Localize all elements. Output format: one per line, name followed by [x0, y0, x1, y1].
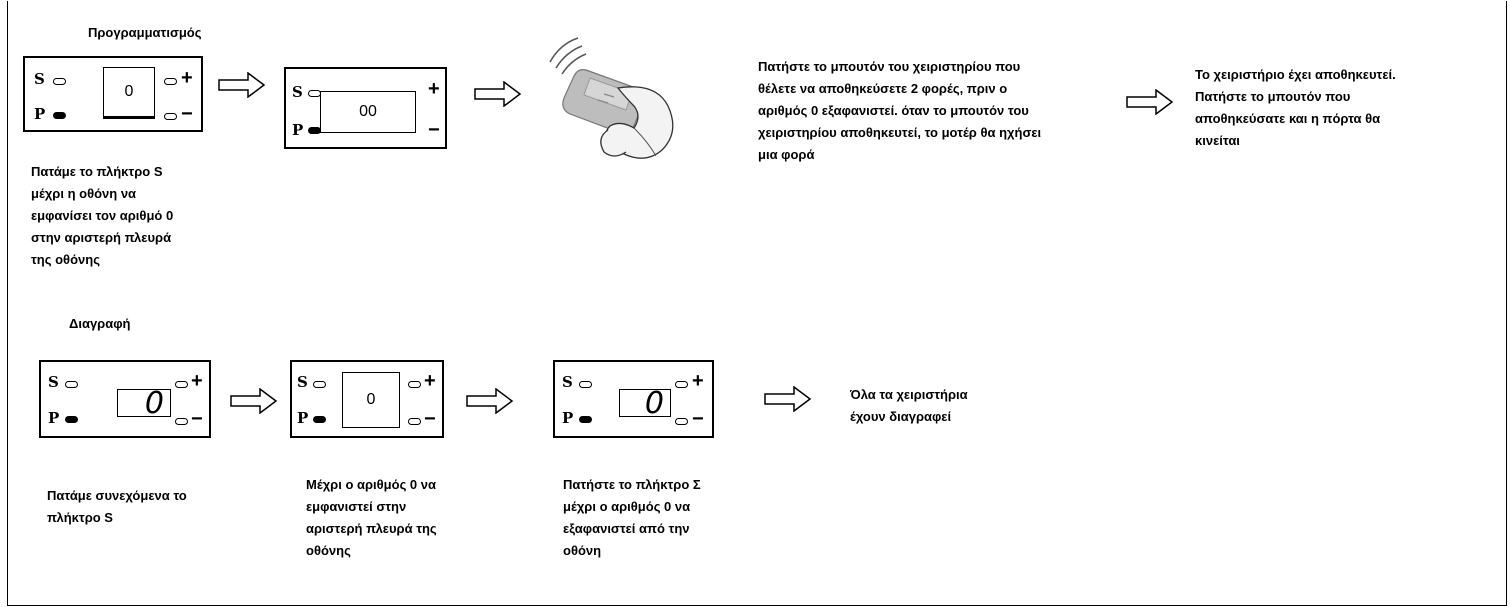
text-line: αποθηκεύσατε και η πόρτα θα [1195, 111, 1381, 126]
minus-label: − [428, 119, 440, 141]
p-label: P [297, 409, 309, 427]
s-button-indicator [579, 381, 592, 388]
plus-label: + [424, 370, 436, 392]
text-line: εμφανίσει τον αριθμό 0 [31, 208, 174, 223]
text-line: Πατάμε το πλήκτρο S [31, 164, 163, 179]
text-line: Μέχρι ο αριθμός 0 να [306, 477, 436, 492]
plus-button-indicator [675, 381, 688, 388]
display-value: 0 [144, 385, 165, 421]
plus-label: + [428, 78, 440, 100]
plus-label: + [191, 370, 203, 392]
delete-panel-1: S P 0 + − [39, 360, 211, 438]
control-panel-1: S P 0 + − [23, 56, 203, 132]
plus-button-indicator [408, 381, 421, 388]
delete-step2-text: Μέχρι ο αριθμός 0 να εμφανιστεί στην αρι… [306, 474, 437, 562]
s-button-indicator [65, 381, 78, 388]
text-line: Το χειριστήριο έχει αποθηκευτεί. [1195, 67, 1396, 82]
programming-step1-text: Πατάμε το πλήκτρο S μέχρι η οθόνη να εμφ… [31, 161, 173, 271]
display-value: 0 [644, 385, 665, 421]
diagram-frame [7, 1, 1507, 606]
text-line: μέχρι ο αριθμός 0 να [563, 499, 691, 514]
display-value: 0 [366, 391, 376, 408]
s-label: S [48, 373, 59, 391]
display-value: 00 [359, 103, 377, 120]
right-outline-arrow-icon [1126, 89, 1174, 115]
p-label: P [34, 105, 46, 123]
right-outline-arrow-icon [466, 388, 514, 414]
delete-panel-3: S P 0 + − [553, 360, 714, 438]
minus-label: − [692, 408, 704, 430]
control-panel-2: S P 00 + − [284, 67, 447, 149]
text-line: οθόνης [306, 543, 351, 558]
plus-label: + [692, 370, 704, 392]
text-line: έχουν διαγραφεί [850, 409, 952, 424]
s-label: S [562, 373, 573, 391]
minus-label: − [191, 408, 203, 430]
s-button-indicator [313, 381, 326, 388]
minus-button-indicator [164, 113, 177, 120]
minus-button-indicator [675, 418, 688, 425]
s-label: S [297, 373, 308, 391]
right-outline-arrow-icon [230, 388, 278, 414]
s-label: S [292, 83, 303, 101]
text-line: μια φορά [758, 147, 815, 162]
lcd-display: 0 [103, 67, 155, 119]
s-button-indicator [53, 78, 66, 85]
minus-button-indicator [175, 418, 188, 425]
plus-button-indicator [164, 78, 177, 85]
text-line: μέχρι η οθόνη να [31, 186, 137, 201]
programming-step4-text: Το χειριστήριο έχει αποθηκευτεί. Πατήστε… [1195, 64, 1396, 152]
p-button-indicator [53, 112, 66, 119]
lcd-display: 00 [320, 91, 416, 133]
right-outline-arrow-icon [764, 386, 812, 412]
right-outline-arrow-icon [218, 72, 266, 98]
lcd-display: 0 [342, 372, 400, 428]
p-button-indicator [313, 416, 326, 423]
text-line: θέλετε να αποθηκεύσετε 2 φορές, πριν ο [758, 81, 1008, 96]
text-line: Πατάμε συνεχόμενα το [47, 488, 187, 503]
minus-button-indicator [408, 418, 421, 425]
p-button-indicator [65, 416, 78, 423]
text-line: στην αριστερή πλευρά [31, 230, 172, 245]
p-button-indicator [579, 416, 592, 423]
plus-label: + [181, 67, 193, 89]
p-label: P [562, 409, 574, 427]
s-label: S [34, 70, 45, 88]
text-line: χειριστηρίου αποθηκευτεί, το μοτέρ θα ηχ… [758, 125, 1042, 140]
minus-label: − [424, 408, 436, 430]
remote-control-hand-icon [549, 37, 674, 159]
text-line: εμφανιστεί στην [306, 499, 407, 514]
programming-step3-text: Πατήστε το μπουτόν του χειριστηρίου που … [758, 56, 1041, 166]
delete-title: Διαγραφή [69, 316, 131, 331]
delete-panel-2: S P 0 + − [290, 360, 444, 438]
text-line: οθόνη [563, 543, 602, 558]
text-line: Πατήστε το μπουτόν του χειριστηρίου που [758, 59, 1021, 74]
text-line: Πατήστε το μπουτόν που [1195, 89, 1351, 104]
text-line: πλήκτρο S [47, 510, 113, 525]
text-line: της οθόνης [31, 252, 100, 267]
p-label: P [292, 121, 304, 139]
display-value: 0 [124, 83, 134, 100]
text-line: εξαφανιστεί από την [563, 521, 690, 536]
text-line: κινείται [1195, 133, 1240, 148]
plus-button-indicator [175, 381, 188, 388]
text-line: Όλα τα χειριστήρια [850, 387, 968, 402]
minus-label: − [181, 103, 193, 125]
lcd-display: 0 [619, 386, 671, 421]
delete-step3-text: Πατήστε το πλήκτρο Σ μέχρι ο αριθμός 0 ν… [563, 474, 701, 562]
text-line: αριθμός 0 εξαφανιστεί. όταν το μπουτόν τ… [758, 103, 1029, 118]
programming-title: Προγραμματισμός [88, 25, 202, 40]
right-outline-arrow-icon [474, 81, 522, 107]
p-label: P [48, 409, 60, 427]
lcd-display: 0 [117, 386, 171, 421]
delete-result-text: Όλα τα χειριστήρια έχουν διαγραφεί [850, 384, 968, 428]
text-line: αριστερή πλευρά της [306, 521, 437, 536]
text-line: Πατήστε το πλήκτρο Σ [563, 477, 701, 492]
delete-step1-text: Πατάμε συνεχόμενα το πλήκτρο S [47, 485, 187, 529]
